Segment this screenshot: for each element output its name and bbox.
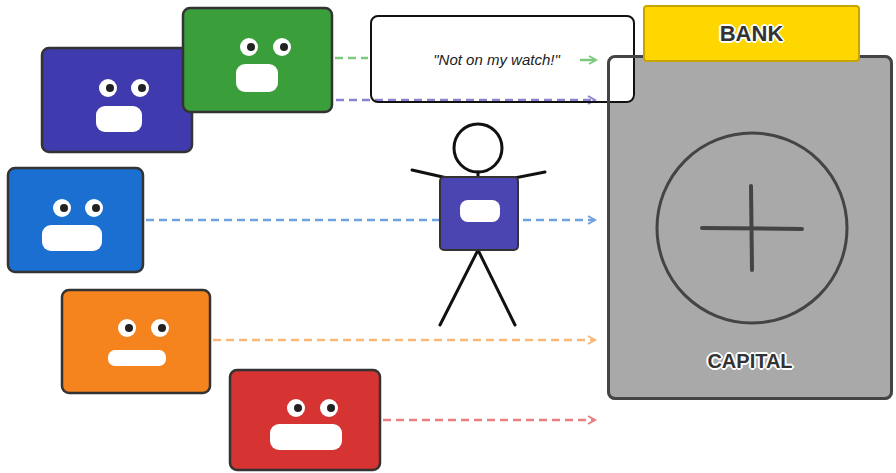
- pupil: [280, 43, 288, 51]
- eye: [131, 79, 149, 97]
- character-body: [42, 48, 192, 152]
- pupil: [106, 84, 114, 92]
- pupil: [138, 84, 146, 92]
- eye: [53, 199, 71, 217]
- pupil: [125, 324, 133, 332]
- orange-character: [62, 290, 210, 393]
- scribble: [460, 200, 500, 222]
- pupil: [294, 404, 302, 412]
- eye: [151, 319, 169, 337]
- bank-heading: BANK: [643, 5, 860, 62]
- bank-body: [607, 55, 893, 400]
- bank-box: BANKCAPITAL: [607, 55, 893, 400]
- scribble: [96, 106, 142, 132]
- green-character: [183, 8, 332, 112]
- scribble: [42, 225, 102, 251]
- pupil: [92, 204, 100, 212]
- scribble: [270, 424, 342, 450]
- pupil: [247, 43, 255, 51]
- plus-sign: [702, 186, 802, 270]
- flow-line: [580, 59, 596, 62]
- eye: [320, 399, 338, 417]
- eye: [287, 399, 305, 417]
- character-body: [230, 370, 380, 470]
- scribble: [108, 350, 166, 366]
- blue-character: [8, 168, 143, 272]
- character-body: [62, 290, 210, 393]
- speech-bubble: "Not on my watch!": [370, 15, 635, 103]
- eye: [240, 38, 258, 56]
- eye: [273, 38, 291, 56]
- purple-character: [42, 48, 192, 152]
- flow-line: [200, 339, 595, 342]
- coin-circle: [657, 133, 847, 323]
- scribble: [236, 64, 278, 92]
- pupil: [158, 324, 166, 332]
- speech-text: "Not on my watch!": [433, 51, 560, 68]
- flow-line: [370, 419, 595, 422]
- red-character: [230, 370, 380, 470]
- pupil: [327, 404, 335, 412]
- eye: [85, 199, 103, 217]
- figure-limbs: [412, 170, 545, 325]
- eye: [99, 79, 117, 97]
- capital-label: CAPITAL: [610, 350, 890, 373]
- figure-head: [454, 124, 502, 172]
- character-body: [8, 168, 143, 272]
- bubble-ground: [370, 15, 635, 103]
- pupil: [60, 204, 68, 212]
- flow-line: [133, 219, 595, 222]
- shirt-box: [440, 177, 518, 250]
- eye: [118, 319, 136, 337]
- stick-figure: [412, 124, 545, 325]
- character-body: [183, 8, 332, 112]
